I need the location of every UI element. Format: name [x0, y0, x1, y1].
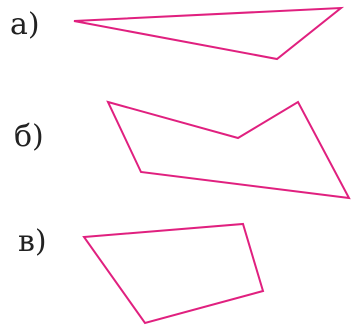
- polygon-v-quadrilateral: [82, 222, 265, 325]
- polygon-b-pentagon: [106, 100, 351, 200]
- polygon-a-triangle: [73, 6, 345, 61]
- label-a: а): [10, 7, 40, 42]
- label-b: б): [14, 119, 44, 154]
- label-v: в): [18, 224, 47, 259]
